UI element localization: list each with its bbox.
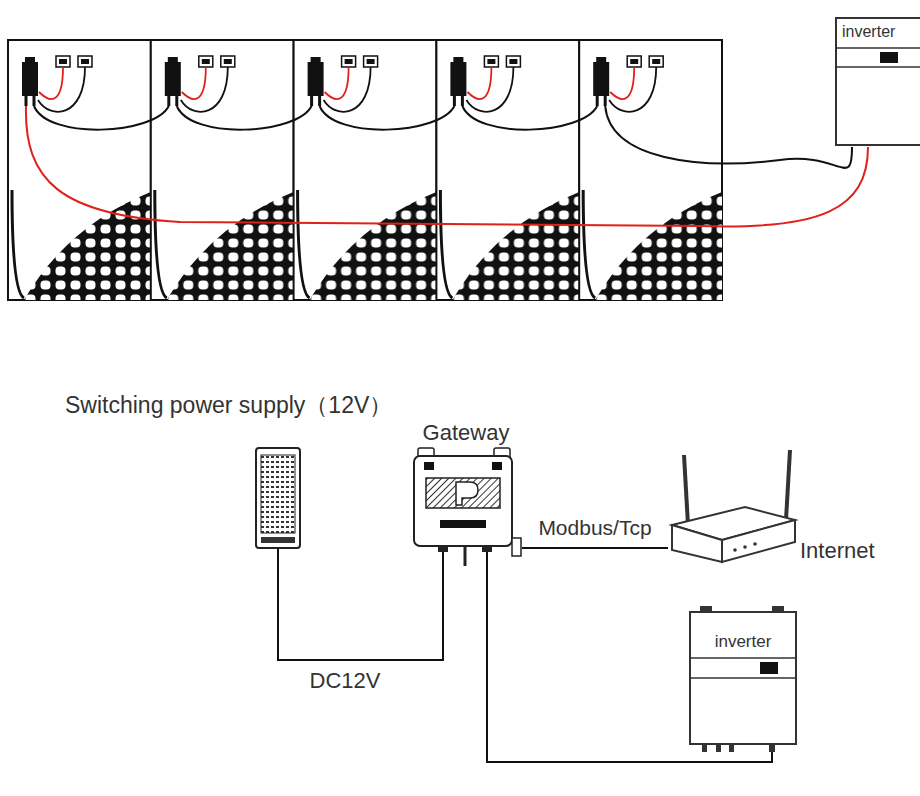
gateway-symbol [492,462,502,470]
cable-line [522,547,668,549]
solar-panels [436,40,579,300]
edge-label: DC12V [308,668,383,693]
node-label: Switching power supply（12V） [65,392,392,418]
power-supply-symbol [261,537,295,543]
solar-panels [579,40,722,300]
series-wiring [462,106,597,130]
series-wiring [26,106,868,226]
cable-line [487,552,772,762]
inverter-symbol [836,18,920,145]
router-symbol [684,455,688,525]
router-symbol [722,520,795,562]
power-supply-symbol [256,448,300,548]
series-wiring [177,106,312,130]
node-label: inverter [842,23,895,41]
inverter-symbol [690,657,796,659]
node-label: inverter [715,632,772,652]
inverter-symbol [690,606,796,752]
node-label: Internet [800,538,875,563]
series-wiring [26,106,868,226]
router-symbol [672,450,795,562]
router-symbol [753,542,757,546]
inverter-symbol [716,744,721,752]
inverter-symbol [880,52,898,63]
inverter-symbol [836,66,920,68]
inverter-symbol [702,744,707,752]
inverter-symbol [690,612,796,744]
router-symbol [733,548,737,552]
inverter-symbol [729,744,734,752]
gateway-symbol [438,546,448,552]
gateway-symbol [464,546,467,566]
solar-panels [151,40,294,300]
gateway-symbol [424,462,434,470]
series-wiring [320,106,455,130]
inverter-symbol [836,47,920,49]
router: Internet [668,452,881,575]
solar-panels [8,40,722,300]
solar-panels [8,40,151,300]
inverter-symbol [760,662,778,674]
gateway-symbol [414,456,512,546]
power-supply-symbol [261,455,295,533]
inverter-symbol [836,18,920,145]
gateway-symbol [414,448,521,566]
edge-label: Modbus/Tcp [536,516,653,540]
gateway-symbol [440,520,486,528]
gateway-symbol [512,538,521,556]
router-symbol [743,545,747,549]
power-supply-symbol [256,448,300,548]
gateway-symbol [426,478,500,508]
gateway-symbol [456,482,478,505]
gateway-symbol [482,546,492,552]
series-wiring [34,106,169,130]
cable-line [278,548,443,660]
inverter-symbol [690,677,796,679]
node-label: Gateway [423,420,510,445]
power-supply: Switching power supply（12V） [60,392,398,548]
gateway-box: Gateway [410,420,522,552]
inverter-box: inverter [836,18,920,145]
router-symbol [672,525,722,562]
inverter-symbol [769,744,775,752]
series-wiring [605,106,852,168]
solar-panels [294,40,437,300]
inverter-box: inverter [688,606,798,752]
router-symbol [786,450,790,520]
